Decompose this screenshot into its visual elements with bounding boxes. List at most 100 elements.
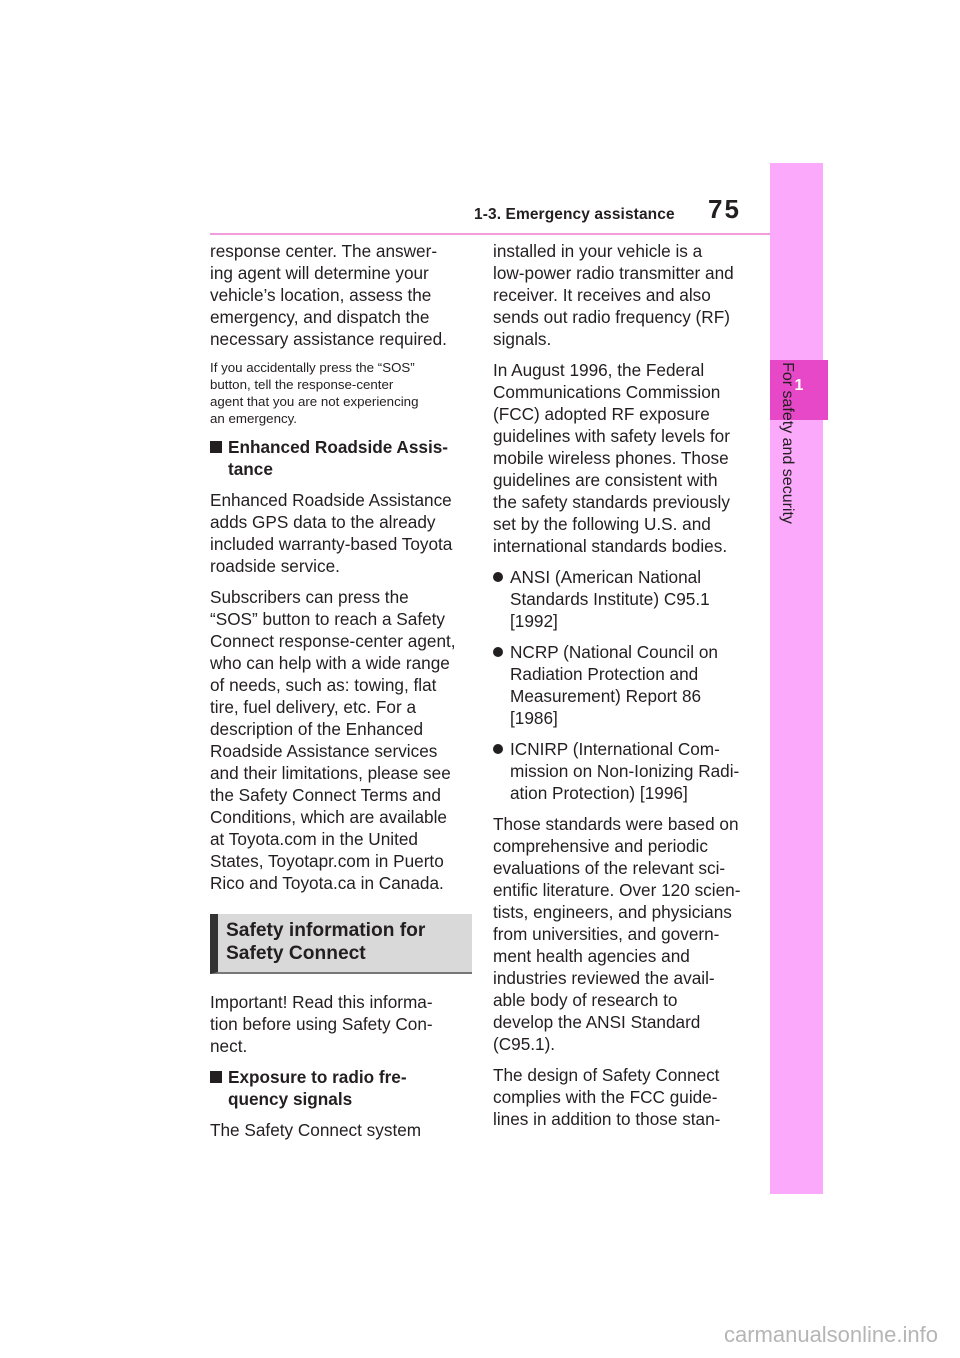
text-line: develop the ANSI Standard	[493, 1012, 701, 1032]
paragraph: Enhanced Roadside Assistance adds GPS da…	[210, 489, 472, 577]
section-heading-box: Safety information for Safety Connect	[210, 914, 472, 974]
text-line: tists, engineers, and physicians	[493, 902, 732, 922]
header-divider	[210, 233, 770, 235]
text-line: set by the following U.S. and	[493, 514, 711, 534]
text-line: Connect response-center agent,	[210, 631, 456, 651]
left-column: response center. The answer- ing agent w…	[210, 240, 472, 1150]
text-line: ANSI (American National	[510, 567, 702, 587]
text-line: comprehensive and periodic	[493, 836, 708, 856]
right-column: installed in your vehicle is a low-power…	[493, 240, 755, 1139]
text-line: Important! Read this informa-	[210, 992, 433, 1012]
paragraph: response center. The answer- ing agent w…	[210, 240, 472, 350]
text-line: included warranty-based Toyota	[210, 534, 453, 554]
text-line: an emergency.	[210, 411, 297, 426]
text-line: Radiation Protection and	[510, 664, 699, 684]
text-line: quency signals	[228, 1089, 353, 1109]
text-line: ment health agencies and	[493, 946, 690, 966]
text-line: Rico and Toyota.ca in Canada.	[210, 873, 444, 893]
text-line: evaluations of the relevant sci-	[493, 858, 726, 878]
round-bullet-icon	[493, 647, 503, 657]
text-line: [1992]	[510, 611, 558, 631]
text-line: NCRP (National Council on	[510, 642, 718, 662]
text-line: Conditions, which are available	[210, 807, 447, 827]
text-line: If you accidentally press the “SOS”	[210, 360, 415, 375]
text-line: ation Protection) [1996]	[510, 783, 688, 803]
text-line: vehicle’s location, assess the	[210, 285, 432, 305]
section-heading: Safety information for Safety Connect	[226, 914, 472, 965]
text-line: nect.	[210, 1036, 248, 1056]
text-line: Exposure to radio fre-	[228, 1067, 407, 1087]
paragraph: The design of Safety Connect complies wi…	[493, 1064, 755, 1130]
text-line: (FCC) adopted RF exposure	[493, 404, 710, 424]
text-line: In August 1996, the Federal	[493, 360, 705, 380]
paragraph: In August 1996, the Federal Communicatio…	[493, 359, 755, 557]
paragraph: installed in your vehicle is a low-power…	[493, 240, 755, 350]
text-line: emergency, and dispatch the	[210, 307, 430, 327]
text-line: The design of Safety Connect	[493, 1065, 720, 1085]
note: If you accidentally press the “SOS” butt…	[210, 359, 472, 427]
paragraph: Important! Read this informa- tion befor…	[210, 991, 472, 1057]
text-line: Enhanced Roadside Assis-	[228, 437, 448, 457]
text-line: Measurement) Report 86	[510, 686, 702, 706]
text-line: adds GPS data to the already	[210, 512, 436, 532]
chapter-tab-marker	[770, 360, 828, 420]
text-line: the Safety Connect Terms and	[210, 785, 441, 805]
text-line: The Safety Connect system	[210, 1120, 422, 1140]
chapter-number: 1	[794, 377, 804, 394]
header-section-title: 1-3. Emergency assistance	[474, 206, 675, 223]
text-line: receiver. It receives and also	[493, 285, 711, 305]
text-line: able body of research to	[493, 990, 678, 1010]
bullet-item-icnirp: ICNIRP (International Com- mission on No…	[493, 738, 755, 804]
square-bullet-icon	[210, 1071, 222, 1083]
square-bullet-icon	[210, 441, 222, 453]
subheading-radio-frequency: Exposure to radio fre- quency signals	[210, 1066, 472, 1110]
text-line: Enhanced Roadside Assistance	[210, 490, 452, 510]
paragraph: The Safety Connect system	[210, 1119, 472, 1141]
text-line: tire, fuel delivery, etc. For a	[210, 697, 417, 717]
text-line: [1986]	[510, 708, 558, 728]
text-line: description of the Enhanced	[210, 719, 424, 739]
text-line: signals.	[493, 329, 552, 349]
text-line: who can help with a wide range	[210, 653, 450, 673]
text-line: low-power radio transmitter and	[493, 263, 734, 283]
text-line: Standards Institute) C95.1	[510, 589, 710, 609]
round-bullet-icon	[493, 744, 503, 754]
round-bullet-icon	[493, 572, 503, 582]
text-line: mobile wireless phones. Those	[493, 448, 729, 468]
text-line: installed in your vehicle is a	[493, 241, 703, 261]
text-line: tance	[228, 459, 273, 479]
text-line: and their limitations, please see	[210, 763, 451, 783]
text-line: Subscribers can press the	[210, 587, 409, 607]
text-line: Communications Commission	[493, 382, 721, 402]
text-line: industries reviewed the avail-	[493, 968, 715, 988]
text-line: at Toyota.com in the United	[210, 829, 418, 849]
text-line: necessary assistance required.	[210, 329, 447, 349]
page-number: 75	[708, 194, 741, 224]
text-line: ICNIRP (International Com-	[510, 739, 720, 759]
text-line: agent that you are not experiencing	[210, 394, 419, 409]
text-line: from universities, and govern-	[493, 924, 720, 944]
bullet-item-ncrp: NCRP (National Council on Radiation Prot…	[493, 641, 755, 729]
text-line: Safety Connect	[226, 943, 366, 964]
text-line: States, Toyotapr.com in Puerto	[210, 851, 444, 871]
bullet-item-ansi: ANSI (American National Standards Instit…	[493, 566, 755, 632]
text-line: tion before using Safety Con-	[210, 1014, 433, 1034]
chapter-label: For safety and security	[779, 362, 796, 524]
text-line: response center. The answer-	[210, 241, 438, 261]
text-line: Roadside Assistance services	[210, 741, 438, 761]
text-line: Safety information for	[226, 920, 426, 941]
text-line: entific literature. Over 120 scien-	[493, 880, 741, 900]
text-line: mission on Non-Ionizing Radi-	[510, 761, 740, 781]
text-line: international standards bodies.	[493, 536, 728, 556]
watermark: carmanualsonline.info	[723, 1322, 938, 1347]
text-line: guidelines are consistent with	[493, 470, 718, 490]
text-line: complies with the FCC guide-	[493, 1087, 718, 1107]
text-line: button, tell the response-center	[210, 377, 394, 392]
subheading-enhanced-roadside: Enhanced Roadside Assis- tance	[210, 436, 472, 480]
text-line: ing agent will determine your	[210, 263, 429, 283]
text-line: sends out radio frequency (RF)	[493, 307, 730, 327]
text-line: lines in addition to those stan-	[493, 1109, 721, 1129]
text-line: guidelines with safety levels for	[493, 426, 730, 446]
paragraph: Those standards were based on comprehens…	[493, 813, 755, 1055]
chapter-side-tab	[770, 163, 823, 1194]
